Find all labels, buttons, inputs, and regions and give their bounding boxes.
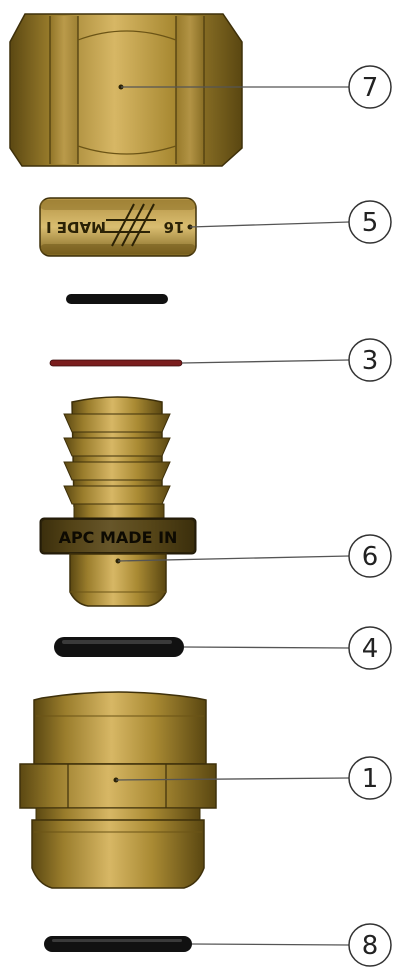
leader-line-oring-lower — [183, 646, 350, 649]
part-body — [19, 691, 217, 889]
callout-circle-oring-bottom — [348, 923, 392, 967]
ring-marking-left: MADE I — [46, 218, 106, 236]
callout-body: 1 — [115, 756, 392, 800]
callout-ring: 5 — [189, 200, 392, 244]
part-oring-lower — [54, 637, 184, 657]
callout-circle-split-ring — [348, 338, 392, 382]
part-insert: APC MADE IN — [39, 396, 197, 607]
callout-number-nut: 7 — [362, 73, 379, 103]
callout-number-insert: 6 — [362, 542, 379, 572]
part-small-oring — [66, 294, 168, 304]
callout-insert: 6 — [117, 534, 392, 578]
callout-layer: 7 5 3 6 4 1 8 — [115, 65, 392, 967]
leader-line-insert — [117, 555, 350, 562]
callout-number-split-ring: 3 — [362, 346, 379, 376]
callout-number-oring-bottom: 8 — [362, 931, 379, 961]
ring-marking-right: 16 — [164, 218, 185, 236]
callout-circle-nut — [348, 65, 392, 109]
callout-circle-oring-lower — [348, 626, 392, 670]
insert-marking: APC MADE IN — [59, 528, 178, 547]
leader-line-oring-bottom — [191, 943, 350, 946]
callout-split-ring: 3 — [181, 338, 392, 382]
callout-circle-insert — [348, 534, 392, 578]
part-oring-bottom — [44, 936, 192, 952]
callout-oring-lower: 4 — [183, 626, 392, 670]
callout-nut: 7 — [121, 65, 392, 109]
leader-line-body — [115, 777, 350, 781]
callout-number-oring-lower: 4 — [362, 634, 379, 664]
callout-oring-bottom: 8 — [191, 923, 392, 967]
part-split-ring — [49, 359, 183, 367]
callout-circle-ring — [348, 200, 392, 244]
callout-number-ring: 5 — [362, 208, 379, 238]
part-nut — [9, 13, 243, 167]
callout-number-body: 1 — [362, 764, 379, 794]
callout-circle-body — [348, 756, 392, 800]
part-ring: MADE I 16 — [39, 197, 197, 257]
leader-line-ring — [189, 221, 350, 228]
leader-line-split-ring — [181, 359, 350, 364]
